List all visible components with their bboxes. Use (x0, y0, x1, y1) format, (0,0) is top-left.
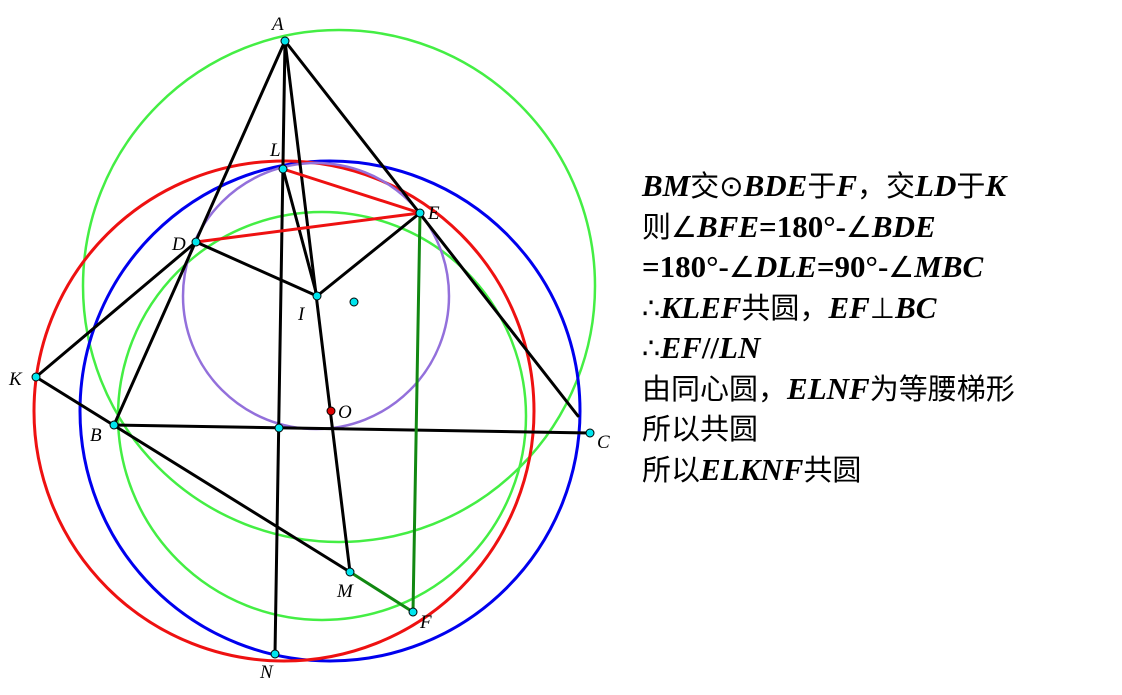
label-B: B (90, 425, 102, 446)
label-N: N (259, 662, 274, 683)
proof-run: 共圆 (803, 452, 862, 487)
point-N[interactable] (270, 649, 280, 659)
label-I: I (297, 304, 306, 325)
proof-text: BM交⊙BDE于F，交LD于K 则∠BFE=180°-∠BDE =180°-∠D… (642, 166, 1120, 490)
proof-line-8: 所以ELKNF共圆 (642, 450, 1120, 491)
point-K[interactable] (31, 372, 41, 382)
proof-run: 交⊙ (690, 169, 744, 203)
proof-run: MBC (914, 249, 984, 284)
point-foot[interactable] (274, 423, 284, 433)
point-O[interactable] (326, 406, 336, 416)
segment-BC (112, 423, 592, 435)
proof-run: 共圆， (741, 290, 829, 325)
segment-DE (194, 211, 422, 244)
proof-run: =90°- (816, 249, 889, 284)
proof-run: BFE (697, 208, 760, 244)
proof-run: BDE (871, 208, 936, 244)
proof-line-5: ∴EF//LN (642, 328, 1120, 369)
point-B[interactable] (109, 420, 119, 430)
proof-run: ELNF (787, 370, 870, 406)
proof-run: // (701, 330, 720, 365)
red-circle (32, 159, 536, 663)
proof-run: ，交 (857, 169, 916, 203)
blue-circle (78, 159, 582, 663)
proof-run: EF (828, 289, 870, 325)
proof-line-1: BM交⊙BDE于F，交LD于K (642, 166, 1120, 207)
segment-LE (281, 167, 422, 215)
proof-run: K (985, 168, 1007, 203)
segment-EF (411, 211, 422, 614)
segment-EI (315, 211, 422, 298)
proof-run: ∠ (888, 250, 915, 284)
segment-AN (273, 39, 287, 656)
proof-line-2: 则∠BFE=180°-∠BDE (642, 207, 1120, 248)
proof-run: ∠ (728, 250, 755, 284)
label-A: A (270, 14, 284, 35)
proof-run: BC (895, 289, 937, 325)
point-A[interactable] (280, 36, 290, 46)
geometry-figure: A L E D I K B O C M F N (8, 14, 610, 683)
proof-run: KLEF (660, 289, 742, 325)
label-L: L (269, 140, 281, 161)
label-D: D (171, 234, 186, 255)
proof-line-3: =180°-∠DLE=90°-∠MBC (642, 247, 1120, 288)
proof-run: =180°- (642, 249, 729, 284)
green-circle-large (81, 28, 597, 544)
segment-AM (283, 39, 352, 574)
point-E[interactable] (415, 208, 425, 218)
segment-LI (281, 167, 319, 298)
label-K: K (8, 369, 23, 390)
point-L[interactable] (278, 164, 288, 174)
label-M: M (336, 581, 354, 602)
proof-run: DLE (754, 249, 817, 284)
point-F[interactable] (408, 607, 418, 617)
point-incenter-mark[interactable] (349, 297, 359, 307)
point-C[interactable] (585, 428, 595, 438)
proof-run: 由同心圆， (642, 371, 788, 406)
label-O: O (338, 402, 352, 423)
proof-line-7: 所以共圆 (642, 409, 1120, 450)
label-C: C (597, 432, 610, 453)
proof-run: LN (719, 330, 761, 365)
proof-run: ∴ (642, 331, 661, 365)
segment-KM (34, 375, 352, 574)
segment-AC (283, 39, 580, 418)
point-I[interactable] (312, 291, 322, 301)
proof-run: ∴ (642, 290, 661, 325)
segment-MF (348, 570, 415, 614)
proof-run: 于 (807, 169, 837, 203)
proof-run: ⊥ (869, 290, 896, 325)
proof-run: LD (915, 168, 957, 203)
proof-run: 则∠ (642, 209, 697, 244)
proof-run: BM (642, 168, 691, 203)
point-D[interactable] (191, 237, 201, 247)
label-E: E (427, 203, 440, 224)
proof-line-4: ∴KLEF共圆，EF⊥BC (642, 288, 1120, 329)
segment-AB (112, 39, 287, 427)
proof-run: ∠ (845, 209, 872, 244)
proof-run: BDE (743, 168, 808, 203)
segment-DI (194, 240, 319, 298)
proof-run: =180°- (759, 208, 846, 244)
proof-run: 为等腰梯形 (869, 371, 1015, 406)
proof-line-6: 由同心圆，ELNF为等腰梯形 (642, 369, 1120, 410)
proof-run: 所以 (642, 452, 701, 487)
proof-run: 于 (956, 169, 986, 203)
proof-run: ELKNF (700, 451, 804, 487)
proof-run: F (836, 168, 858, 203)
point-M[interactable] (345, 567, 355, 577)
proof-run: EF (660, 330, 702, 365)
segment-DK (34, 240, 198, 379)
proof-run: 所以共圆 (642, 412, 759, 446)
label-F: F (419, 612, 432, 633)
